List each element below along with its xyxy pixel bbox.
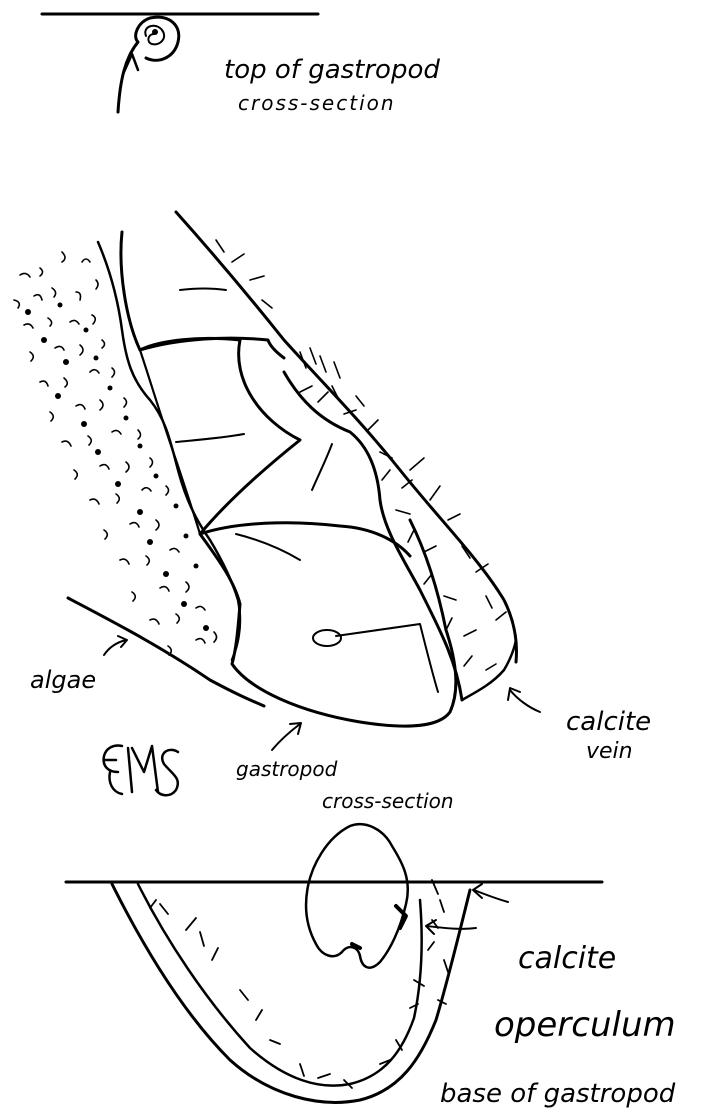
calcite-operculum-label-line1: calcite <box>518 941 616 976</box>
base-shell-outer <box>112 884 470 1102</box>
calcite-vein-label-line2: vein <box>586 739 633 764</box>
inner-wall-left <box>140 350 200 534</box>
calcite-vein-inner <box>284 372 462 700</box>
calcite-vein-arrow <box>508 688 540 712</box>
cross-section-panel: algae calcite vein gastropod cross-secti… <box>14 212 651 813</box>
top-title-line2: cross-section <box>238 91 396 115</box>
algae-zone <box>14 252 217 655</box>
operculum-arrow <box>426 920 476 934</box>
inner-crack-4 <box>336 624 438 692</box>
top-panel: top of gastropod cross-section <box>42 14 440 115</box>
base-panel: calcite operculum base of gastropod <box>66 824 676 1109</box>
algae-boundary <box>98 242 240 660</box>
base-shell-inner <box>138 884 422 1086</box>
gastropod-septum-lower <box>200 523 410 556</box>
inner-crack-5 <box>180 289 226 291</box>
calcite-vein-edge <box>462 640 516 700</box>
base-title: base of gastropod <box>440 1079 676 1109</box>
top-shell-center <box>152 29 158 35</box>
calcite-vein-texture <box>216 240 506 670</box>
signature-mark <box>104 745 178 795</box>
inner-bubble <box>313 630 341 646</box>
base-shell-arrow <box>473 884 508 902</box>
gastropod-label-line2: cross-section <box>322 789 454 813</box>
algae-dots <box>25 303 209 632</box>
gastropod-septum-upper <box>140 338 284 358</box>
algae-arrow <box>104 636 127 655</box>
calcite-vein-label-line1: calcite <box>566 707 651 737</box>
inner-crack-1 <box>176 434 244 442</box>
gastropod-arrow <box>272 723 301 750</box>
inner-crack-2 <box>312 444 332 490</box>
gastropod-label-line1: gastropod <box>236 757 338 781</box>
top-title-line1: top of gastropod <box>224 55 440 85</box>
calcite-operculum-label-line2: operculum <box>494 1005 676 1045</box>
inner-crack-3 <box>236 534 300 560</box>
algae-label: algae <box>30 666 96 694</box>
top-shell-whorl <box>145 26 164 45</box>
